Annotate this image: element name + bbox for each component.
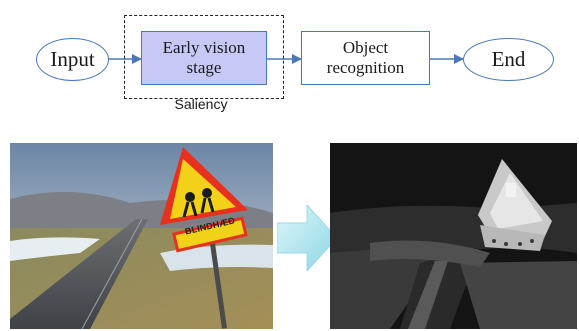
road-sign-photo: BLINDHÆÐ [10,143,273,329]
transition-arrow [277,205,338,271]
input-label: Input [50,47,95,72]
end-node: End [463,38,554,81]
saliency-label: Saliency [174,96,228,112]
saliency-map-image [330,143,577,329]
object-recognition-node: Object recognition [301,31,430,85]
object-recognition-label: Object recognition [326,38,405,77]
saliency-group-border [124,15,284,99]
input-node: Input [36,38,109,81]
early-vision-label: Early vision stage [162,38,246,77]
end-label: End [491,47,526,72]
early-vision-node: Early vision stage [141,31,267,85]
